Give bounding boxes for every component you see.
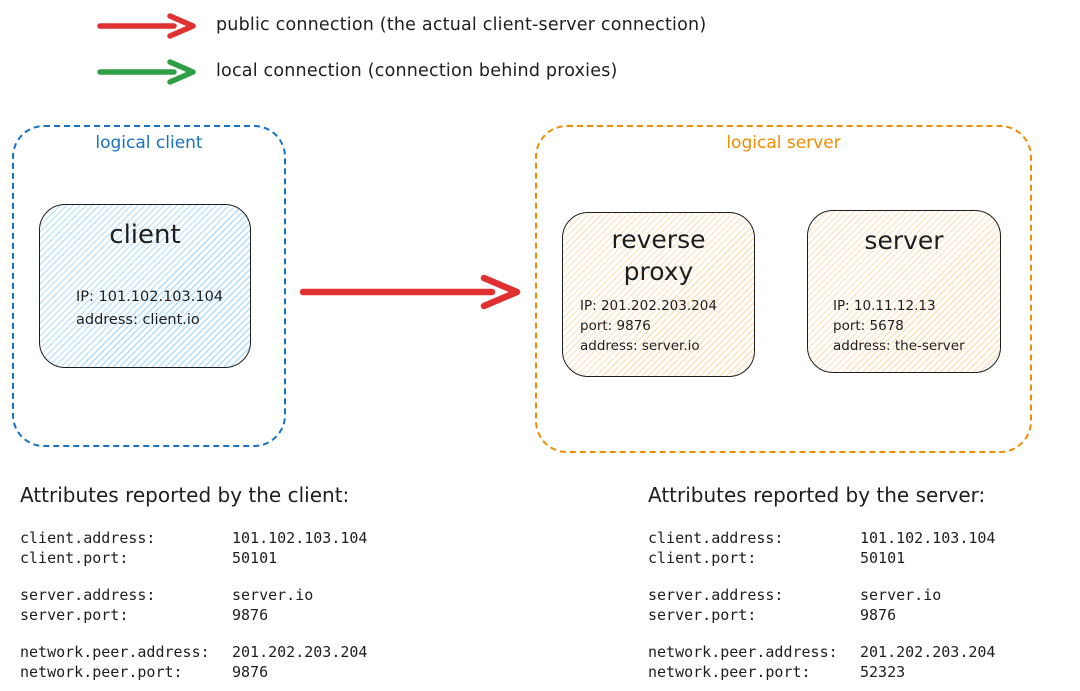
attr-key: network.peer.port: — [648, 663, 811, 681]
attr-key: server.port: — [648, 606, 757, 624]
attr-value: 201.202.203.204 — [860, 643, 996, 661]
attr-row: server.address: server.io — [20, 585, 367, 605]
client-node: client IP: 101.102.103.104 address: clie… — [39, 204, 251, 368]
server-node-address: address: the-server — [833, 338, 965, 354]
server-node-ip: IP: 10.11.12.13 — [833, 298, 936, 314]
client-node-address: address: client.io — [76, 312, 200, 328]
attr-key: client.address: — [20, 529, 156, 547]
attr-value: 50101 — [232, 549, 278, 567]
attr-value: 9876 — [232, 663, 269, 681]
local-connection-arrow-icon — [97, 59, 196, 85]
logical-server-label: logical server — [726, 133, 841, 153]
attr-row: client.address: 101.102.103.104 — [648, 528, 995, 548]
logical-client-group: logical client — [12, 125, 286, 447]
attr-value: 9876 — [860, 606, 897, 624]
attr-value: server.io — [232, 586, 314, 604]
attr-key: client.address: — [648, 529, 784, 547]
reverse-proxy-node: reverse proxy IP: 201.202.203.204 port: … — [562, 212, 755, 377]
client-to-server-arrow-icon — [299, 274, 521, 310]
reverse-proxy-title-line2: proxy — [623, 257, 694, 286]
reverse-proxy-address: address: server.io — [580, 338, 700, 354]
attr-row: server.port: 9876 — [20, 605, 367, 625]
server-attr-group-server: server.address: server.io server.port: 9… — [648, 585, 995, 625]
server-attr-group-network-peer: network.peer.address: 201.202.203.204 ne… — [648, 642, 995, 682]
public-connection-legend-label: public connection (the actual client-ser… — [216, 15, 707, 35]
attr-row: network.peer.port: 9876 — [20, 662, 367, 682]
attr-key: server.port: — [20, 606, 129, 624]
client-attr-group-network-peer: network.peer.address: 201.202.203.204 ne… — [20, 642, 367, 682]
attr-key: network.peer.port: — [20, 663, 183, 681]
attr-key: network.peer.address: — [20, 643, 210, 661]
server-node-info: IP: 10.11.12.13 port: 5678 address: the-… — [833, 296, 965, 356]
reverse-proxy-port: port: 9876 — [580, 318, 651, 334]
client-attributes-panel: Attributes reported by the client: clien… — [20, 482, 367, 691]
client-node-ip: IP: 101.102.103.104 — [76, 289, 224, 305]
public-connection-arrow-icon — [97, 13, 196, 39]
reverse-proxy-title-line1: reverse — [611, 225, 706, 254]
attr-row: server.address: server.io — [648, 585, 995, 605]
attr-key: network.peer.address: — [648, 643, 838, 661]
attr-row: network.peer.address: 201.202.203.204 — [648, 642, 995, 662]
attr-row: client.port: 50101 — [648, 548, 995, 568]
attr-value: 52323 — [860, 663, 906, 681]
attr-key: client.port: — [20, 549, 129, 567]
server-attributes-title: Attributes reported by the server: — [648, 483, 986, 507]
attr-key: server.address: — [648, 586, 784, 604]
server-attributes-panel: Attributes reported by the server: clien… — [648, 482, 995, 691]
attr-value: 9876 — [232, 606, 269, 624]
attr-key: client.port: — [648, 549, 757, 567]
attr-value: 50101 — [860, 549, 906, 567]
attr-key: server.address: — [20, 586, 156, 604]
logical-server-group: logical server — [535, 125, 1032, 453]
attr-row: server.port: 9876 — [648, 605, 995, 625]
attr-value: 201.202.203.204 — [232, 643, 368, 661]
client-node-info: IP: 101.102.103.104 address: client.io — [76, 286, 223, 332]
attr-value: 101.102.103.104 — [860, 529, 996, 547]
reverse-proxy-node-title: reverse proxy — [563, 224, 754, 288]
server-attr-group-client: client.address: 101.102.103.104 client.p… — [648, 528, 995, 568]
attr-row: network.peer.address: 201.202.203.204 — [20, 642, 367, 662]
client-node-title: client — [109, 220, 181, 250]
client-attr-group-client: client.address: 101.102.103.104 client.p… — [20, 528, 367, 568]
client-attr-group-server: server.address: server.io server.port: 9… — [20, 585, 367, 625]
server-node-title: server — [864, 226, 944, 255]
attr-value: 101.102.103.104 — [232, 529, 368, 547]
attr-row: network.peer.port: 52323 — [648, 662, 995, 682]
server-node-port: port: 5678 — [833, 318, 904, 334]
local-connection-legend-label: local connection (connection behind prox… — [216, 61, 618, 81]
reverse-proxy-ip: IP: 201.202.203.204 — [580, 298, 717, 314]
server-node: server IP: 10.11.12.13 port: 5678 addres… — [807, 210, 1001, 373]
attr-value: server.io — [860, 586, 942, 604]
attr-row: client.address: 101.102.103.104 — [20, 528, 367, 548]
attr-row: client.port: 50101 — [20, 548, 367, 568]
logical-client-label: logical client — [95, 133, 203, 153]
client-attributes-title: Attributes reported by the client: — [20, 483, 350, 507]
reverse-proxy-node-info: IP: 201.202.203.204 port: 9876 address: … — [580, 296, 717, 356]
